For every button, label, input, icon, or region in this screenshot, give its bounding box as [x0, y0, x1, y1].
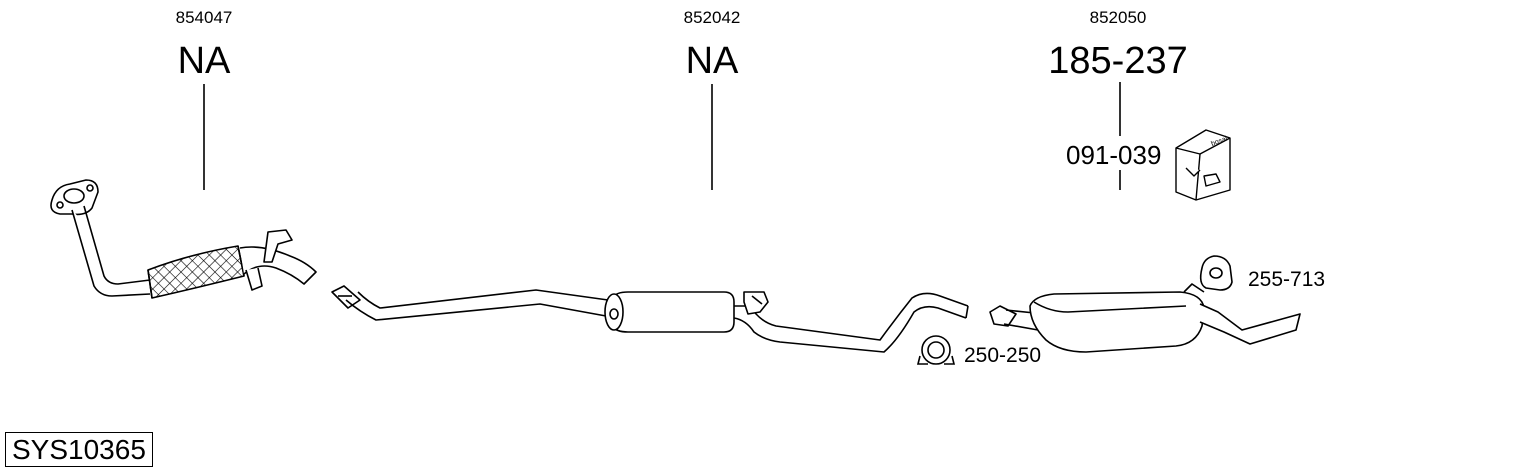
clamp-icon[interactable]: [916, 335, 956, 365]
front-pipe-part[interactable]: [50, 179, 317, 299]
part-number-middle-silencer[interactable]: NA: [685, 40, 739, 82]
part-number-front-pipe[interactable]: NA: [177, 40, 231, 82]
oe-number-middle-silencer: 852042: [683, 8, 741, 27]
fitting-kit-box-icon[interactable]: bosal: [1175, 129, 1231, 201]
rear-silencer-part[interactable]: [989, 283, 1301, 353]
hanger-icon[interactable]: [1199, 255, 1233, 291]
system-code-box: SYS10365: [5, 432, 153, 467]
middle-silencer-part[interactable]: [331, 285, 969, 353]
oe-number-front-pipe: 854047: [175, 8, 233, 27]
fitting-kit-number[interactable]: 091-039: [1066, 140, 1162, 170]
clamp-number[interactable]: 250-250: [964, 344, 1042, 367]
oe-number-rear-silencer: 852050: [1089, 8, 1147, 27]
hanger-number[interactable]: 255-713: [1248, 268, 1326, 291]
part-number-rear-silencer[interactable]: 185-237: [1048, 40, 1188, 82]
